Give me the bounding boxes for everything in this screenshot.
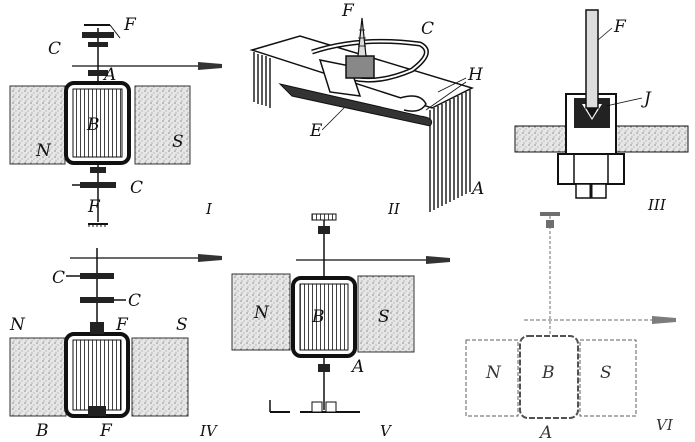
spring-top-4 [80, 273, 114, 279]
magnet-north-6 [465, 339, 519, 417]
pivot-rod-3 [585, 9, 599, 109]
magnet-south-4 [131, 337, 189, 417]
panel-4: C C N S F B F IV [9, 248, 222, 441]
label-south-4: S [176, 315, 188, 335]
magnet-south-5 [357, 275, 415, 353]
panel-numeral-5: V [380, 422, 393, 440]
label-spring-1: C [48, 39, 61, 59]
label-coil-1: B [86, 115, 100, 135]
magnet-north-1 [9, 85, 66, 165]
label-south-5: S [378, 307, 390, 327]
label-coil-4: B [35, 421, 49, 441]
panel-numeral-3: III [647, 196, 667, 214]
magnet-south-1 [134, 85, 191, 165]
coil-frame-6 [519, 335, 579, 419]
panel-numeral-6: VI [656, 416, 674, 434]
label-north-4: N [9, 315, 26, 335]
magnet-north-4 [9, 337, 67, 417]
panel-5: N B S A V [231, 213, 450, 440]
label-pivot-1: F [123, 15, 137, 35]
spring-top-1 [82, 32, 114, 38]
spring-bottom-4 [80, 297, 114, 303]
label-frame-2: A [470, 179, 484, 199]
label-north-5: N [253, 303, 270, 323]
label-pivot-4b: F [99, 421, 113, 441]
label-pivot-3: F [613, 17, 627, 37]
panel-1: C F A B N S C F I [9, 15, 222, 227]
label-spring-1b: C [130, 178, 143, 198]
panel-3: F J III [514, 9, 689, 214]
coil-winding-5 [299, 283, 349, 351]
coil-winding-4 [72, 339, 122, 411]
label-south-1: S [172, 132, 184, 152]
label-south-6: S [600, 363, 612, 383]
panel-numeral-2: II [387, 200, 401, 218]
label-frame-5: A [350, 357, 364, 377]
panel-numeral-4: IV [199, 422, 219, 440]
panel-2: F C H E A II [249, 1, 484, 218]
magnet-north-5 [231, 273, 291, 351]
label-edges-2: H [467, 65, 484, 85]
magnet-south-6 [579, 339, 637, 417]
label-spring-2: C [421, 19, 434, 39]
label-frame-1: A [102, 65, 116, 85]
pivot-block-2 [345, 55, 375, 79]
label-north-6: N [485, 363, 502, 383]
label-plate-2: E [309, 121, 323, 141]
coil-winding-1 [72, 88, 123, 158]
label-frame-6: A [538, 423, 552, 442]
label-pivot-4: F [115, 315, 129, 335]
label-bearing-3: J [641, 89, 652, 109]
label-coil-6: B [541, 363, 555, 383]
label-pivot-2: F [341, 1, 355, 21]
panel-numeral-1: I [205, 200, 213, 218]
label-pivot-1b: F [87, 197, 101, 217]
label-coil-5: B [311, 307, 325, 327]
label-north-1: N [35, 141, 52, 161]
spring-bottom-1 [80, 182, 116, 188]
label-spring-4b: C [128, 291, 141, 311]
panel-6: N B S A VI [465, 212, 676, 442]
pivot-needle-2 [357, 17, 367, 57]
nut-3 [557, 153, 625, 185]
label-spring-4: C [52, 268, 65, 288]
